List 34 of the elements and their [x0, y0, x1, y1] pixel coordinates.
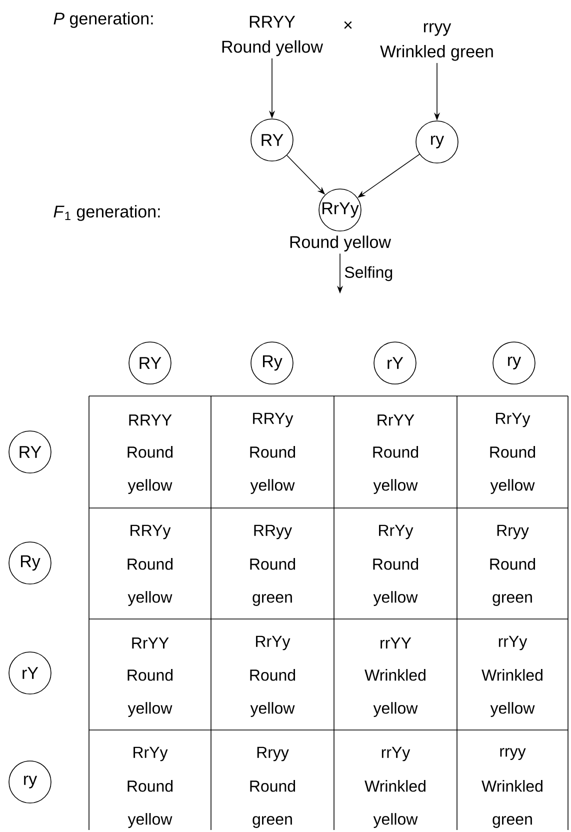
genotype-label: Rryy [497, 524, 529, 540]
genotype-label: rryy [500, 748, 526, 760]
genotype-label: RrYy [256, 636, 290, 650]
generation-label: P generation: [54, 12, 153, 28]
phenotype-label: Round yellow [250, 446, 296, 494]
phenotype-label: Round green [250, 558, 296, 606]
genotype-label: RrYy [134, 746, 168, 762]
phenotype-label: Wrinkled green [482, 780, 542, 828]
phenotype-label: Round yellow [373, 446, 418, 494]
genotype-label: RRyy [254, 524, 292, 540]
phenotype-label: Round yellow [128, 669, 173, 717]
phenotype-label: Round yellow [490, 446, 536, 494]
genotype-label: rrYY [380, 638, 412, 648]
phenotype-label: Round yellow [128, 780, 173, 828]
genotype-label: rrYy [498, 636, 528, 650]
genotype-label: RRYy [130, 524, 171, 540]
generation-label: F$_{1}$ generation: [54, 205, 160, 221]
phenotype-label: Wrinkled yellow [364, 669, 426, 717]
phenotype-label: Round yellow [373, 558, 418, 606]
edge-label: Selfing [344, 266, 392, 282]
phenotype-label: Round yellow [128, 558, 173, 606]
parent-label: RRYY Round yellow [222, 16, 324, 56]
parent-label: rryy Wrinkled green [380, 23, 493, 61]
phenotype-label: Round green [250, 780, 296, 828]
phenotype-label: Round yellow [128, 446, 173, 494]
genotype-label: rrYy [382, 746, 410, 762]
phenotype-label: Round yellow [290, 236, 392, 252]
genotype-label: Rryy [257, 746, 289, 762]
phenotype-label: Wrinkled yellow [364, 780, 426, 828]
genotype-label: RrYY [132, 638, 169, 648]
phenotype-label: Round yellow [250, 669, 296, 717]
phenotype-label: Wrinkled yellow [482, 669, 542, 717]
genotype-label: RrYy [379, 524, 414, 540]
cross-sign: × [344, 21, 352, 29]
